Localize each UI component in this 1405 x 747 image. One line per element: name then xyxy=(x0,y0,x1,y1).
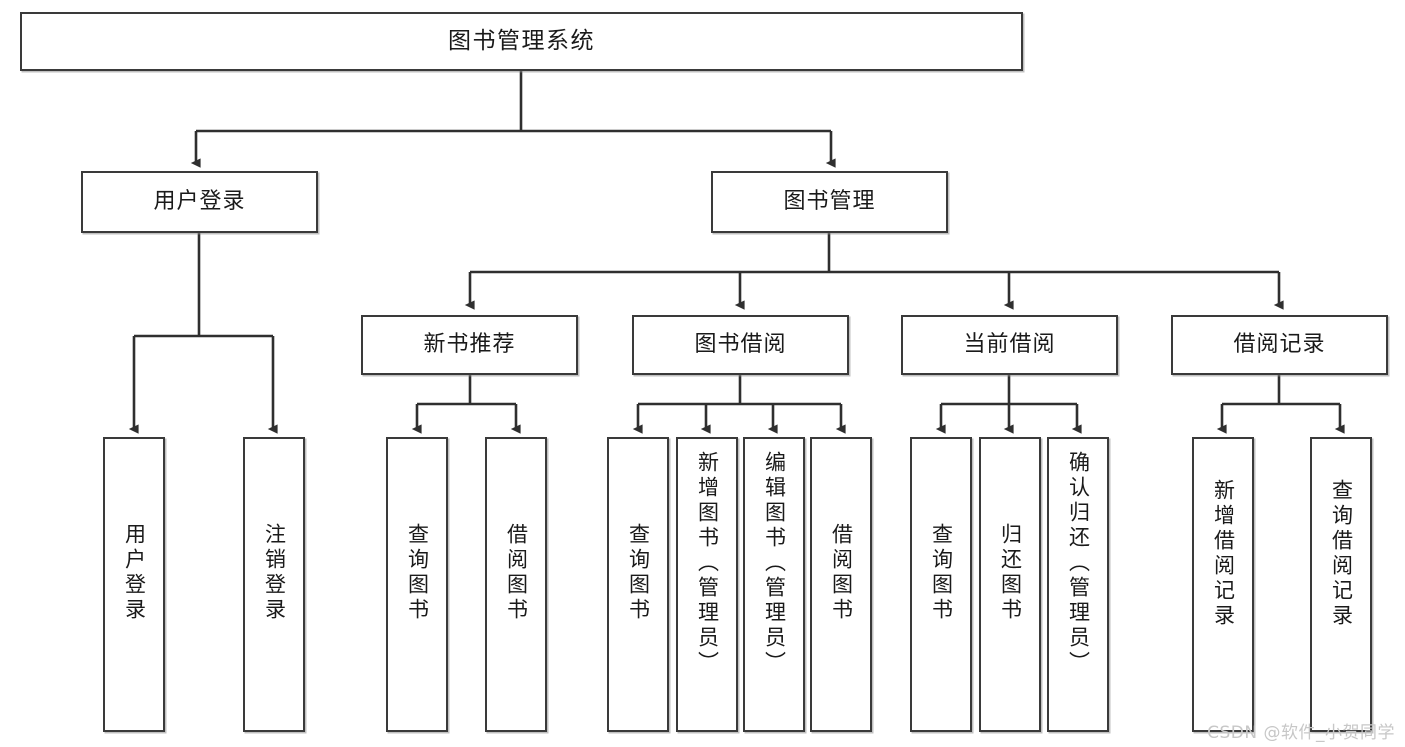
leaf-return-book[interactable]: 归还图书 xyxy=(979,437,1041,732)
node-book-borrow-label: 图书借阅 xyxy=(694,332,787,358)
node-borrow-record[interactable]: 借阅记录 xyxy=(1171,315,1388,375)
leaf-add-book-label: 新增图书（管理员） xyxy=(695,451,720,676)
node-user-login[interactable]: 用户登录 xyxy=(81,171,318,233)
leaf-edit-book[interactable]: 编辑图书（管理员） xyxy=(743,437,805,732)
node-book-borrow[interactable]: 图书借阅 xyxy=(632,315,849,375)
leaf-borrow-book-1-label: 借阅图书 xyxy=(504,523,529,623)
leaf-confirm-return-label: 确认归还（管理员） xyxy=(1066,451,1091,676)
leaf-add-book[interactable]: 新增图书（管理员） xyxy=(676,437,738,732)
leaf-query-book-1[interactable]: 查询图书 xyxy=(386,437,448,732)
leaf-query-book-3[interactable]: 查询图书 xyxy=(910,437,972,732)
leaf-query-record[interactable]: 查询借阅记录 xyxy=(1310,437,1372,732)
leaf-borrow-book-1[interactable]: 借阅图书 xyxy=(485,437,547,732)
leaf-query-book-1-label: 查询图书 xyxy=(405,523,430,623)
leaf-add-record[interactable]: 新增借阅记录 xyxy=(1192,437,1254,732)
leaf-user-login-label: 用户登录 xyxy=(122,523,147,623)
leaf-query-book-2[interactable]: 查询图书 xyxy=(607,437,669,732)
watermark-text: CSDN @软件_小贺同学 xyxy=(1207,723,1395,743)
leaf-query-book-3-label: 查询图书 xyxy=(929,523,954,623)
leaf-query-book-2-label: 查询图书 xyxy=(626,523,651,623)
leaf-confirm-return[interactable]: 确认归还（管理员） xyxy=(1047,437,1109,732)
leaf-user-login[interactable]: 用户登录 xyxy=(103,437,165,732)
node-book-management-label: 图书管理 xyxy=(783,189,876,215)
node-current-borrow-label: 当前借阅 xyxy=(963,332,1056,358)
leaf-query-record-label: 查询借阅记录 xyxy=(1329,479,1354,629)
node-root-label: 图书管理系统 xyxy=(448,27,595,54)
node-book-management[interactable]: 图书管理 xyxy=(711,171,948,233)
leaf-add-record-label: 新增借阅记录 xyxy=(1211,479,1236,629)
node-borrow-record-label: 借阅记录 xyxy=(1233,332,1326,358)
leaf-edit-book-label: 编辑图书（管理员） xyxy=(762,451,787,676)
leaf-borrow-book-2[interactable]: 借阅图书 xyxy=(810,437,872,732)
node-new-book-recommend[interactable]: 新书推荐 xyxy=(361,315,578,375)
node-new-book-recommend-label: 新书推荐 xyxy=(423,332,516,358)
node-current-borrow[interactable]: 当前借阅 xyxy=(901,315,1118,375)
leaf-user-logout[interactable]: 注销登录 xyxy=(243,437,305,732)
node-root[interactable]: 图书管理系统 xyxy=(20,12,1023,71)
leaf-user-logout-label: 注销登录 xyxy=(262,523,287,623)
leaf-return-book-label: 归还图书 xyxy=(998,523,1023,623)
leaf-borrow-book-2-label: 借阅图书 xyxy=(829,523,854,623)
node-user-login-label: 用户登录 xyxy=(153,189,246,215)
